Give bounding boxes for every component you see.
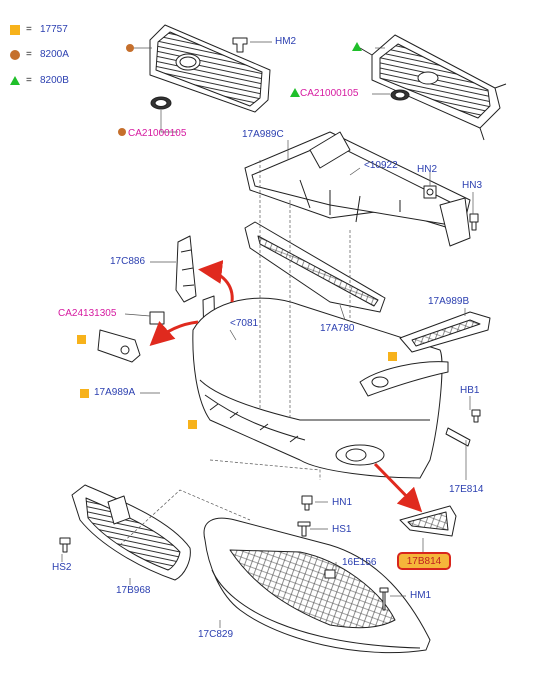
label-hs2: HS2 [52, 562, 72, 573]
bolt-hn2 [423, 185, 437, 199]
label-hn1: HN1 [332, 497, 353, 508]
clip-ca24131305 [149, 311, 165, 325]
bracket-left [175, 235, 197, 303]
label-ca24131305: CA24131305 [58, 308, 117, 319]
pin-hm1 [379, 587, 389, 611]
label-17c886: 17C886 [110, 256, 146, 267]
screw-hs1 [297, 521, 311, 537]
fog-lamp-bezel-right [399, 311, 491, 353]
label-ca21000105-right: CA21000105 [300, 88, 359, 99]
bumper-reinforcement-beam [244, 131, 471, 247]
orange-square-marker [77, 335, 86, 344]
fog-lamp-bezel-17757 [359, 361, 449, 397]
clip-hm2 [232, 37, 248, 53]
label-hm1: HM1 [410, 590, 432, 601]
label-17b814: 17B814 [406, 556, 442, 567]
brown-circle-marker [118, 128, 126, 136]
bolt-hb1 [471, 409, 481, 423]
bracket-17e814 [445, 427, 471, 447]
leader-lines [61, 41, 474, 628]
label-17e814: 17E814 [449, 484, 484, 495]
label-17a989a: 17A989A [94, 387, 136, 398]
orange-square-marker [80, 389, 89, 398]
label-hs1: HS1 [332, 524, 352, 535]
label-17a989b: 17A989B [428, 296, 470, 307]
upper-grille-right [359, 34, 507, 141]
label-hn2: HN2 [417, 164, 438, 175]
clip-16e156 [324, 569, 336, 579]
nut-hn1 [301, 495, 313, 511]
label-17c829: 17C829 [198, 629, 234, 640]
lower-grille [71, 484, 191, 581]
legend-code: 8200B [40, 75, 69, 86]
orange-square-icon [10, 25, 20, 35]
label-ca21000105-left: CA21000105 [128, 128, 187, 139]
label-hm2: HM2 [275, 36, 297, 47]
highlighted-part-17b814: 17B814 [397, 552, 451, 570]
green-triangle-icon [10, 76, 20, 85]
orange-square-marker [188, 420, 197, 429]
label-7081: <7081 [230, 318, 259, 329]
legend-code: 8200A [40, 49, 69, 60]
lower-bumper-cover [203, 517, 431, 654]
label-17b968: 17B968 [116, 585, 151, 596]
green-triangle-marker [290, 88, 300, 97]
bumper-cover [192, 297, 443, 479]
brown-circle-marker [126, 44, 134, 52]
red-arrows [149, 260, 423, 513]
ford-emblem-left [150, 96, 172, 110]
energy-absorber [244, 221, 386, 313]
label-hb1: HB1 [460, 385, 480, 396]
ford-emblem-right [390, 89, 410, 101]
legend-code: 17757 [40, 24, 68, 35]
brown-circle-icon [10, 50, 20, 60]
upper-grille-left [149, 24, 271, 113]
label-10922: <10922 [364, 160, 398, 171]
label-16e156: 16E156 [342, 557, 377, 568]
cover-17757 [97, 329, 141, 363]
clip-hs2 [59, 537, 71, 553]
label-17a780: 17A780 [320, 323, 355, 334]
green-triangle-marker [352, 42, 362, 51]
fog-grille-17b814 [399, 505, 457, 537]
bolt-hn3 [469, 213, 479, 231]
label-17a989c: 17A989C [242, 129, 284, 140]
orange-square-marker [388, 352, 397, 361]
label-hn3: HN3 [462, 180, 483, 191]
